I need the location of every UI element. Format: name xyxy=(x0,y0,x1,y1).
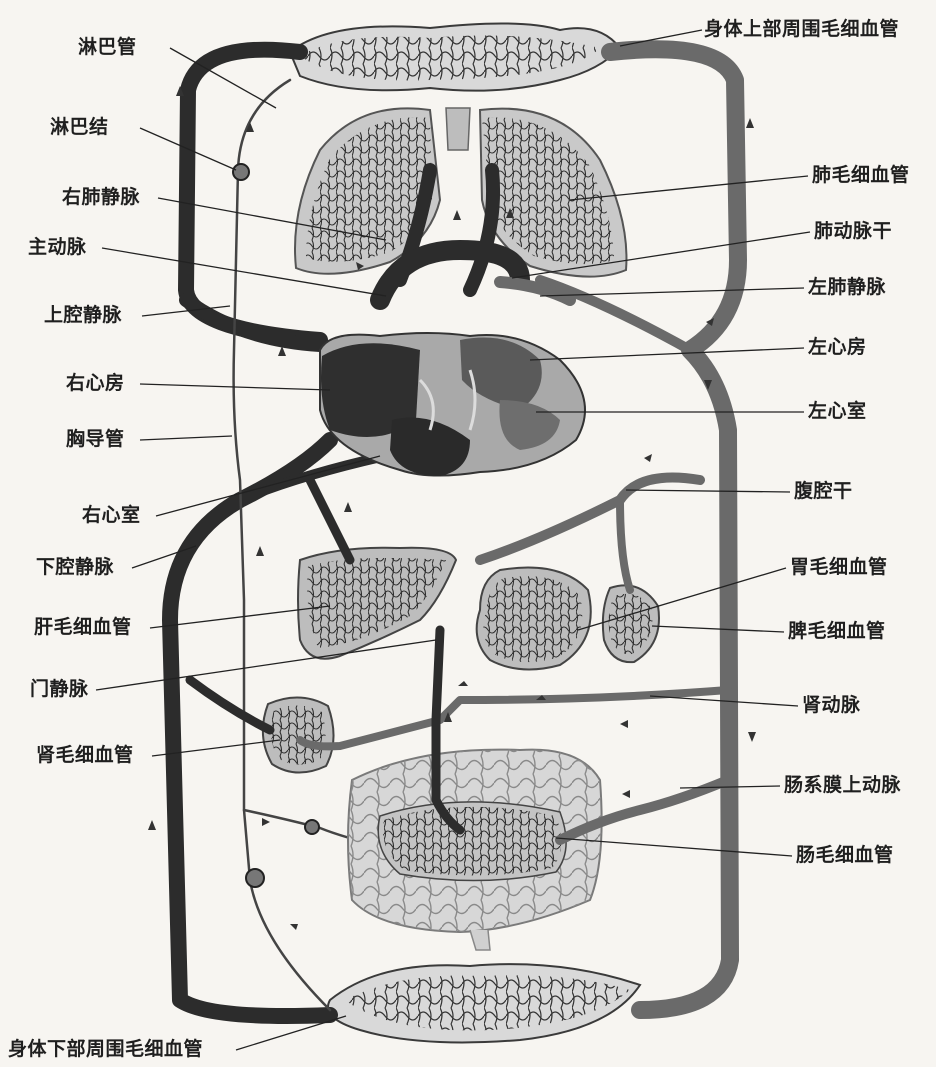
label-portal-vein: 门静脉 xyxy=(30,678,89,700)
intestines xyxy=(348,750,602,950)
label-celiac-trunk: 腹腔干 xyxy=(794,480,853,502)
hepatic-vein-vessel xyxy=(310,480,350,560)
lymph-node-lower xyxy=(246,869,264,887)
label-upper-body-capillaries: 身体上部周围毛细血管 xyxy=(704,18,899,40)
lower-body-capillary-bed xyxy=(328,964,640,1042)
label-aorta: 主动脉 xyxy=(28,236,87,258)
label-right-pulmonary-vein: 右肺静脉 xyxy=(62,186,140,208)
kidney xyxy=(263,697,334,772)
renal-vein-vessel xyxy=(190,680,270,730)
label-lymph-vessel: 淋巴管 xyxy=(78,36,137,58)
label-thoracic-duct: 胸导管 xyxy=(66,428,125,450)
aortic-arch xyxy=(380,250,520,300)
label-lymph-node: 淋巴结 xyxy=(50,116,109,138)
spleen xyxy=(603,585,659,662)
label-renal-artery: 肾动脉 xyxy=(802,694,861,716)
label-left-atrium: 左心房 xyxy=(808,336,867,358)
label-kidney-capillaries: 肾毛细血管 xyxy=(36,744,134,766)
label-right-ventricle: 右心室 xyxy=(82,504,141,526)
label-lower-body-capillaries: 身体下部周围毛细血管 xyxy=(8,1038,203,1060)
label-stomach-capillaries: 胃毛细血管 xyxy=(790,556,888,578)
upper-body-capillary-bed xyxy=(290,23,620,90)
label-intestine-capillaries: 肠毛细血管 xyxy=(796,844,894,866)
splenic-artery-vessel xyxy=(620,500,630,590)
label-left-pulmonary-vein: 左肺静脉 xyxy=(808,276,886,298)
lymph-node-upper xyxy=(233,164,249,180)
label-left-ventricle: 左心室 xyxy=(808,400,867,422)
label-liver-capillaries: 肝毛细血管 xyxy=(34,616,132,638)
label-lung-capillaries: 肺毛细血管 xyxy=(812,164,910,186)
lymph-node-gut xyxy=(305,820,319,834)
label-superior-mesenteric-artery: 肠系膜上动脉 xyxy=(784,774,901,796)
label-right-atrium: 右心房 xyxy=(66,372,125,394)
heart xyxy=(320,333,585,476)
liver xyxy=(298,548,456,659)
label-superior-vena-cava: 上腔静脉 xyxy=(44,304,122,326)
descending-aorta xyxy=(610,49,738,1010)
label-spleen-capillaries: 脾毛细血管 xyxy=(788,620,886,642)
renal-artery-vessel xyxy=(300,690,728,746)
label-pulmonary-trunk: 肺动脉干 xyxy=(814,220,892,242)
stomach xyxy=(477,568,591,670)
label-inferior-vena-cava: 下腔静脉 xyxy=(36,556,114,578)
